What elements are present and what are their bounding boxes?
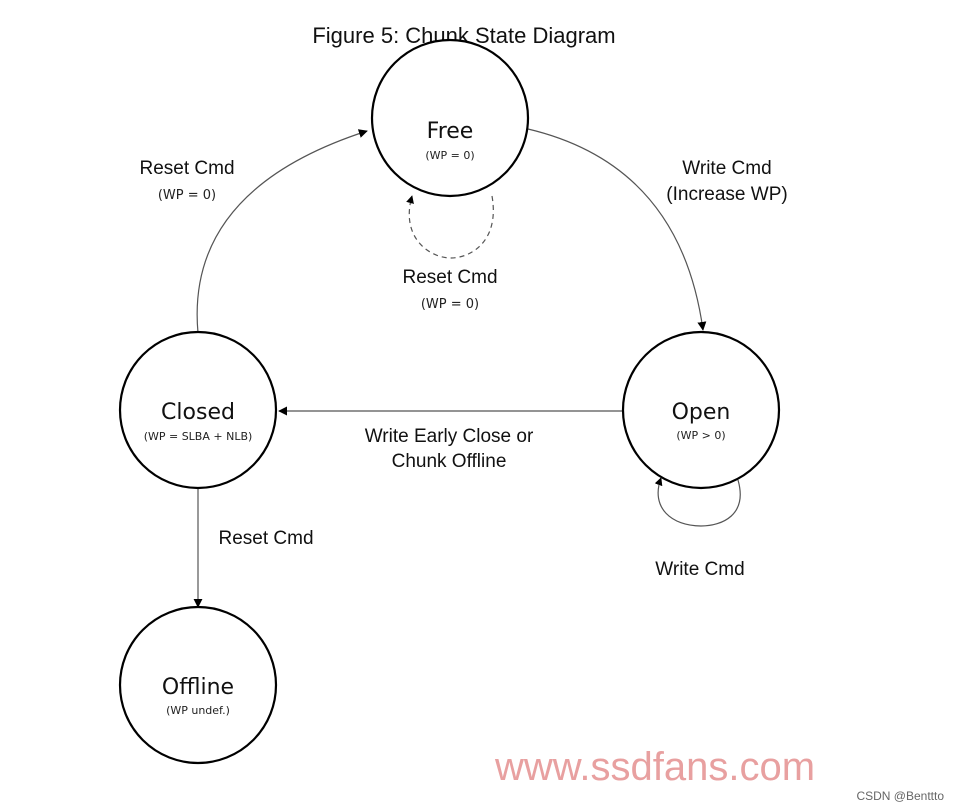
state-open-sub: (WP > 0) [676,429,725,442]
credit-text: CSDN @Benttto [856,789,944,803]
state-free-name: Free [427,119,474,144]
state-offline: Offline (WP undef.) [118,605,278,765]
edge-closed-to-free [196,129,368,334]
state-free-sub: (WP = 0) [425,149,474,162]
edge-open-self-loop [654,477,741,527]
label-free-self-sub: (WP = 0) [421,297,479,312]
label-free-self: Reset Cmd [402,267,497,288]
state-offline-name: Offline [162,675,234,700]
state-free: Free (WP = 0) [370,38,530,198]
label-free-to-open-line1: Write Cmd [682,158,771,179]
state-open-name: Open [672,400,731,425]
state-closed-name: Closed [161,400,235,425]
state-offline-sub: (WP undef.) [166,704,230,717]
label-free-to-open-line2: (Increase WP) [666,184,787,205]
edge-free-to-open [527,128,707,331]
label-open-self: Write Cmd [655,559,744,580]
state-open: Open (WP > 0) [621,330,781,490]
state-closed: Closed (WP = SLBA + NLB) [118,330,278,490]
label-open-to-closed-line2: Chunk Offline [392,451,507,472]
label-open-to-closed-line1: Write Early Close or [365,426,534,447]
label-closed-to-free-sub: (WP = 0) [158,188,216,203]
state-closed-sub: (WP = SLBA + NLB) [144,430,253,443]
label-closed-to-offline: Reset Cmd [218,528,313,549]
watermark-text: www.ssdfans.com [494,745,815,789]
edge-free-self-loop [406,195,494,259]
label-closed-to-free: Reset Cmd [139,158,234,179]
